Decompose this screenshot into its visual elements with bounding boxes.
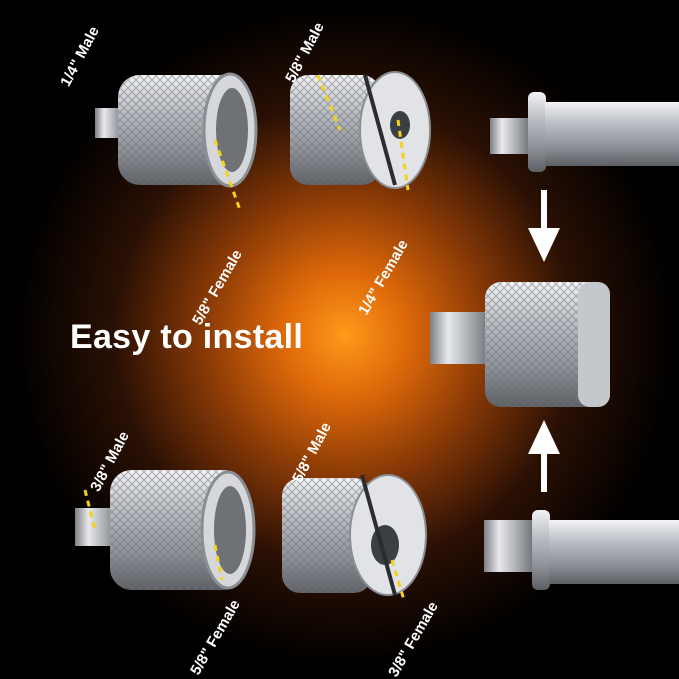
arrow-up-icon xyxy=(528,420,560,492)
adapter-a xyxy=(95,72,258,211)
adapter-a-guide-line xyxy=(213,139,242,211)
arrow-down-icon xyxy=(528,190,560,262)
mount-rod-bottom xyxy=(484,510,679,590)
mount-rod-top xyxy=(490,92,679,172)
assembled-adapter xyxy=(430,282,610,407)
adapter-b xyxy=(290,71,431,191)
adapter-c xyxy=(75,470,256,590)
adapter-d xyxy=(282,474,427,601)
headline: Easy to install xyxy=(70,318,304,356)
